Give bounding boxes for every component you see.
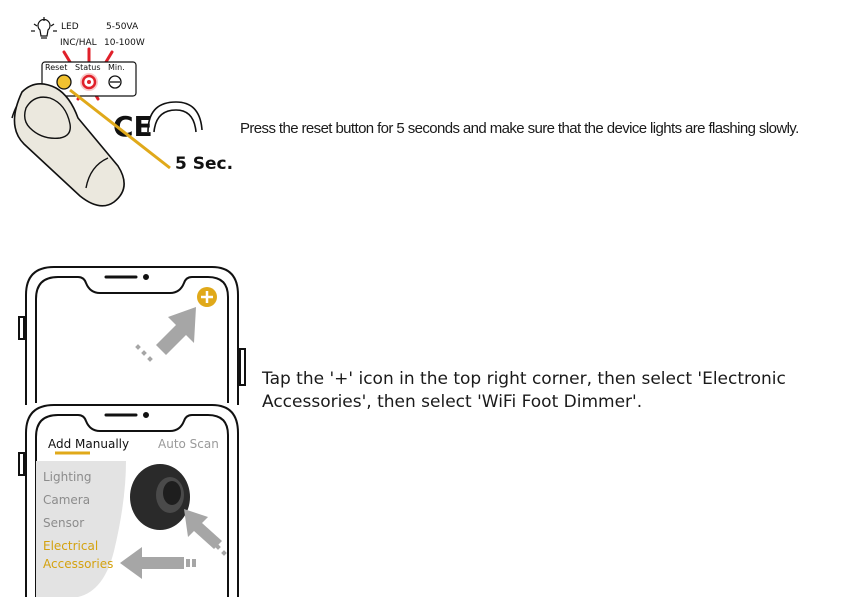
menu-item-lighting[interactable]: Lighting xyxy=(43,470,92,484)
step2-instruction: Tap the '+' icon in the top right corner… xyxy=(262,368,842,414)
menu-item-sensor[interactable]: Sensor xyxy=(43,516,85,530)
step2-instruction-line1: Tap the '+' icon in the top right corner… xyxy=(262,369,786,389)
step2-instruction-line2: Accessories', then select 'WiFi Foot Dim… xyxy=(262,392,643,412)
app-illustration xyxy=(0,255,250,597)
arrow-icon xyxy=(135,307,196,362)
min-button-label: Min. xyxy=(108,63,125,72)
foot-dimmer-icon xyxy=(130,464,190,530)
tab-add-manually[interactable]: Add Manually xyxy=(48,437,130,451)
step1-instruction: Press the reset button for 5 seconds and… xyxy=(240,120,799,137)
reset-device-illustration: CE xyxy=(0,0,240,215)
phone-top xyxy=(18,266,246,405)
phone-bottom xyxy=(18,404,239,597)
reset-device-drawing: CE xyxy=(11,17,203,207)
led-label: LED xyxy=(61,22,79,32)
bulb-icon xyxy=(31,17,57,39)
finger-icon xyxy=(13,83,125,207)
app-drawing xyxy=(18,266,246,597)
menu-item-camera[interactable]: Camera xyxy=(43,493,91,507)
tab-auto-scan[interactable]: Auto Scan xyxy=(158,437,219,451)
plus-icon xyxy=(197,287,217,307)
reset-button-label: Reset xyxy=(45,63,68,72)
arrow-icon xyxy=(120,509,227,579)
led-range: 5-50VA xyxy=(106,22,139,32)
menu-item-electrical[interactable]: Electrical xyxy=(43,539,99,553)
status-button-label: Status xyxy=(75,63,101,72)
menu-item-accessories[interactable]: Accessories xyxy=(43,557,114,571)
inc-hal-label: INC/HAL xyxy=(60,38,97,48)
inc-hal-range: 10-100W xyxy=(104,38,145,48)
duration-label: 5 Sec. xyxy=(175,154,234,174)
